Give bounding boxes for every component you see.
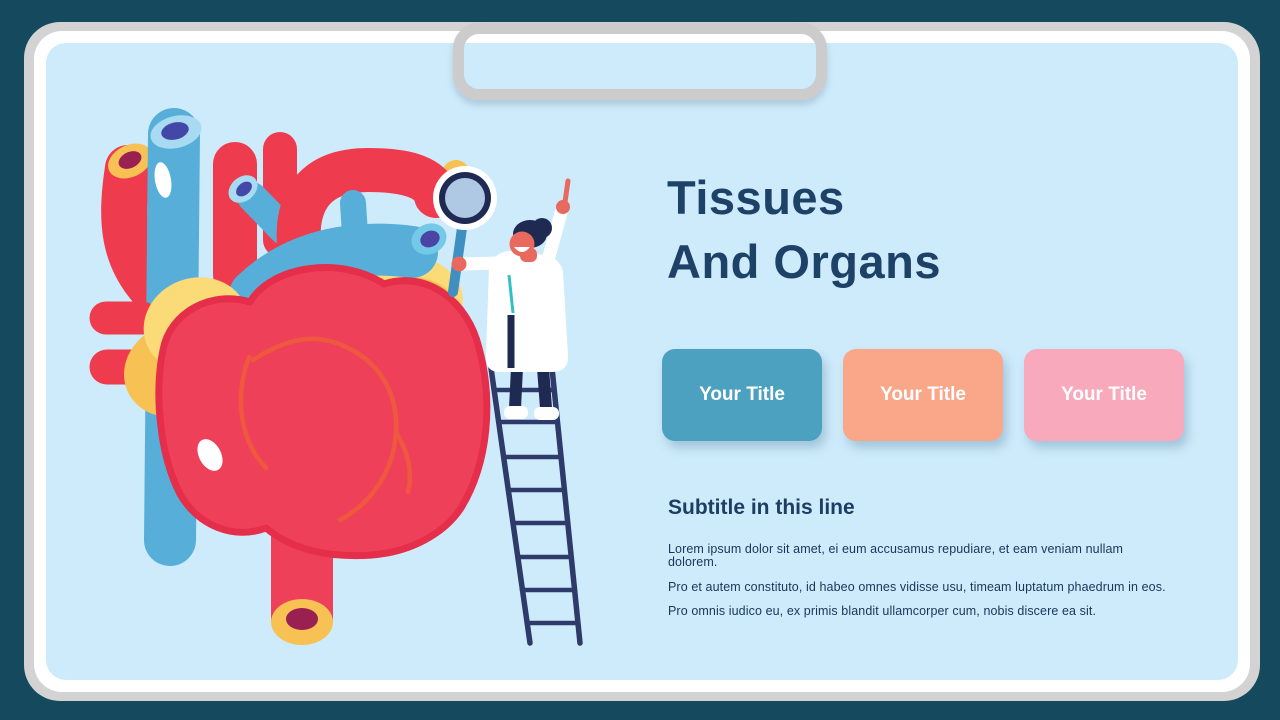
title-line-1: Tissues: [667, 171, 845, 224]
body-line-2: Pro et autem constituto, id habeo omnes …: [668, 579, 1166, 594]
clipboard-clip: [453, 23, 827, 100]
your-title-button-2[interactable]: Your Title: [843, 349, 1003, 441]
doctor-head: [509, 218, 552, 262]
doctor-leg: [537, 367, 552, 409]
doctor-lab-coat: [485, 251, 569, 372]
body-text: Lorem ipsum dolor sit amet, ei eum accus…: [668, 543, 1168, 630]
your-title-button-3[interactable]: Your Title: [1024, 349, 1184, 441]
body-line-3: Pro omnis iudico eu, ex primis blandit u…: [668, 604, 1097, 618]
heart-examination-illustration: [89, 108, 583, 646]
smile: [514, 247, 530, 252]
doctor-pointing-finger: [562, 178, 571, 205]
title-line-2: And Organs: [667, 235, 941, 288]
doctor-character: [433, 166, 571, 420]
magnifier-lens: [445, 178, 485, 218]
doctor-leg: [509, 367, 523, 409]
page-title: Tissues And Organs: [667, 166, 941, 294]
heart-body: [155, 264, 491, 560]
doctor-shoe: [504, 406, 528, 419]
magnifying-glass-icon: [433, 166, 497, 297]
body-line-1: Lorem ipsum dolor sit amet, ei eum accus…: [668, 542, 1124, 569]
heart-highlight: [197, 439, 223, 471]
subtitle: Subtitle in this line: [668, 496, 855, 519]
lanyard: [507, 274, 515, 314]
title-buttons-row: Your Title Your Title Your Title: [662, 349, 1184, 441]
your-title-button-1[interactable]: Your Title: [662, 349, 822, 441]
doctor-gripping-hand: [451, 256, 467, 272]
doctor-shoe: [534, 407, 559, 420]
face: [509, 231, 535, 257]
doctor-left-arm: [455, 256, 505, 271]
doctor-raised-arm: [541, 206, 568, 267]
aorta-arch: [276, 147, 458, 277]
heart-veins: [238, 336, 413, 523]
